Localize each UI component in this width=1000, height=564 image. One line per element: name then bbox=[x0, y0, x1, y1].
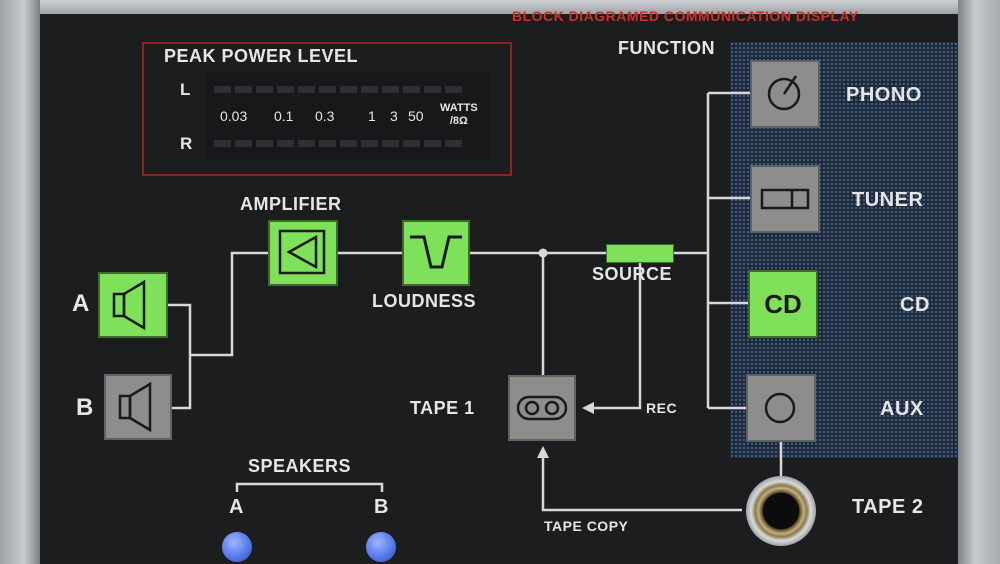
cassette-icon bbox=[516, 395, 568, 421]
tuner-label: TUNER bbox=[852, 189, 924, 211]
meter-scale-4: 3 bbox=[390, 108, 398, 124]
chassis-right-edge bbox=[958, 0, 1000, 564]
loudness-icon bbox=[410, 235, 462, 269]
phono-button[interactable] bbox=[750, 60, 820, 128]
aux-button[interactable] bbox=[746, 374, 816, 442]
cd-button[interactable]: CD bbox=[748, 270, 818, 338]
meter-unit-line1: WATTS bbox=[440, 102, 478, 114]
speaker-b-indicator bbox=[104, 374, 172, 440]
panel-header: BLOCK DIAGRAMED COMMUNICATION DISPLAY bbox=[512, 8, 859, 24]
amplifier-indicator bbox=[268, 220, 338, 286]
speaker-b-letter: B bbox=[76, 394, 94, 421]
cd-button-text: CD bbox=[764, 288, 802, 319]
amplifier-label: AMPLIFIER bbox=[240, 194, 342, 214]
meter-left-bar bbox=[214, 86, 462, 93]
chassis-top-edge bbox=[0, 0, 1000, 14]
tape1-label: TAPE 1 bbox=[410, 398, 475, 418]
speakers-title: SPEAKERS bbox=[248, 456, 352, 476]
speaker-a-letter: A bbox=[72, 290, 90, 317]
cd-label: CD bbox=[900, 294, 930, 316]
source-label: SOURCE bbox=[592, 264, 673, 284]
meter-right-bar bbox=[214, 140, 462, 147]
meter-unit: WATTS /8Ω bbox=[440, 102, 478, 128]
meter-scale-1: 0.1 bbox=[274, 108, 294, 124]
speaker-icon bbox=[118, 381, 152, 433]
meter-title: PEAK POWER LEVEL bbox=[164, 46, 359, 66]
function-title: FUNCTION bbox=[618, 38, 715, 58]
peak-power-meter bbox=[142, 42, 512, 176]
meter-scale-3: 1 bbox=[368, 108, 376, 124]
meter-right-label: R bbox=[180, 134, 193, 153]
phono-icon bbox=[767, 75, 801, 111]
aux-label: AUX bbox=[880, 398, 924, 420]
loudness-label: LOUDNESS bbox=[372, 291, 477, 311]
meter-unit-line2: /8Ω bbox=[449, 115, 468, 127]
speaker-a-switch[interactable] bbox=[222, 532, 252, 562]
tape2-label: TAPE 2 bbox=[852, 496, 924, 518]
tape-copy-label: TAPE COPY bbox=[544, 518, 629, 534]
speakers-b-label: B bbox=[374, 496, 389, 518]
speakers-a-label: A bbox=[229, 496, 244, 518]
source-indicator bbox=[606, 244, 674, 263]
speaker-icon bbox=[112, 279, 146, 331]
rec-label: REC bbox=[646, 400, 678, 416]
phono-label: PHONO bbox=[846, 84, 922, 106]
aux-icon bbox=[764, 392, 796, 424]
meter-scale-5: 50 bbox=[408, 108, 424, 124]
speaker-a-indicator bbox=[98, 272, 168, 338]
speaker-b-switch[interactable] bbox=[366, 532, 396, 562]
loudness-indicator bbox=[402, 220, 470, 286]
meter-scale-2: 0.3 bbox=[315, 108, 335, 124]
chassis-left-edge bbox=[0, 0, 40, 564]
meter-left-label: L bbox=[180, 80, 191, 99]
tuner-button[interactable] bbox=[750, 165, 820, 233]
meter-scale-0: 0.03 bbox=[220, 108, 248, 124]
tape2-jack[interactable] bbox=[746, 476, 816, 546]
tape1-indicator bbox=[508, 375, 576, 441]
amplifier-icon bbox=[278, 229, 326, 275]
tuner-icon bbox=[760, 188, 810, 210]
